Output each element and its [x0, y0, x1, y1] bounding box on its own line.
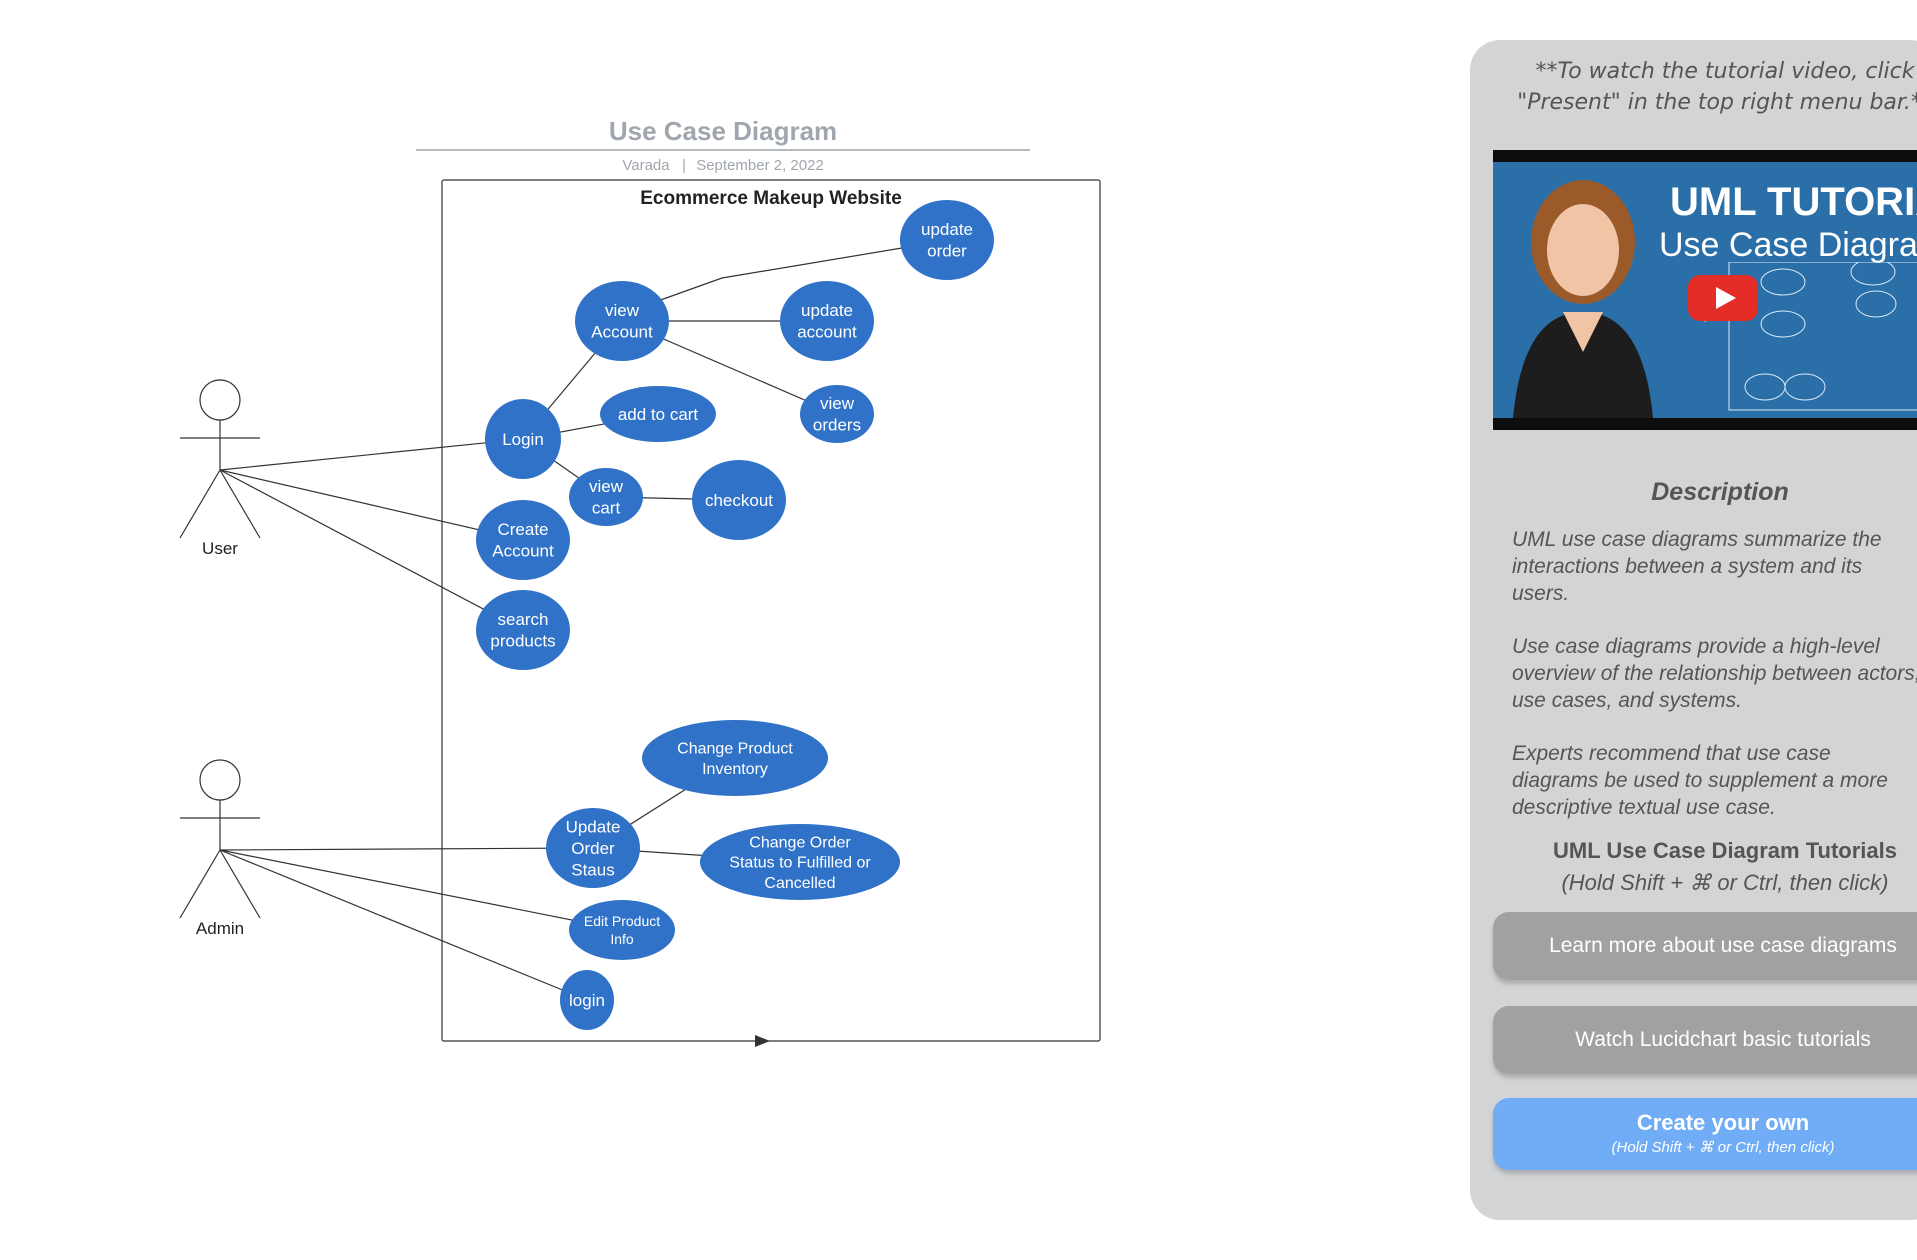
learn-more-button[interactable]: Learn more about use case diagrams: [1493, 912, 1917, 980]
create-your-own-label: Create your own: [1636, 1110, 1810, 1135]
create-your-own-button[interactable]: Create your own (Hold Shift + ⌘ or Ctrl,…: [1493, 1098, 1917, 1170]
watch-tutorials-button[interactable]: Watch Lucidchart basic tutorials: [1493, 1006, 1917, 1074]
connection-view-account-to-update-order[interactable]: [654, 247, 903, 303]
watch-tutorials-label: Watch Lucidchart basic tutorials: [1575, 1028, 1871, 1051]
use-case-login[interactable]: Login: [485, 399, 561, 479]
use-case-search-products[interactable]: search products: [476, 590, 570, 670]
connection-admin-to-edit-product-info[interactable]: [219, 849, 623, 931]
description-paragraph-1: UML use case diagrams summarize the inte…: [1512, 528, 1882, 605]
use-case-shape: [546, 808, 640, 888]
use-case-shape: [569, 900, 675, 960]
use-case-shape: [700, 824, 900, 900]
use-case-label: Status to Fulfilled or: [729, 855, 871, 872]
system-name: Ecommerce Makeup Website: [640, 188, 902, 209]
meta-separator: |: [682, 157, 686, 174]
connection-user-to-login[interactable]: [219, 438, 524, 471]
use-case-view-cart[interactable]: view cart: [569, 468, 643, 526]
use-case-update-account[interactable]: update account: [780, 281, 874, 361]
use-case-shape: [476, 590, 570, 670]
video-thumbnail: UML TUTORIAL Use Case Diagram: [1493, 162, 1917, 418]
use-case-label: update: [921, 220, 973, 239]
actor-label-admin: Admin: [196, 919, 244, 938]
video-title-line1: UML TUTORIAL: [1670, 180, 1917, 224]
connection-admin-to-admin-login[interactable]: [219, 849, 588, 1001]
use-case-admin-login[interactable]: login: [560, 970, 614, 1030]
actor-label-user: User: [202, 539, 238, 558]
use-case-label: checkout: [705, 491, 773, 510]
diagram-date: September 2, 2022: [696, 157, 824, 174]
boundary-arrow-icon: [755, 1035, 770, 1047]
learn-more-label: Learn more about use case diagrams: [1549, 934, 1897, 957]
play-icon[interactable]: [1688, 275, 1758, 321]
presenter-image: [1493, 162, 1693, 418]
use-case-label: Info: [610, 931, 634, 947]
use-case-shape: [780, 281, 874, 361]
use-case-label: search: [497, 610, 548, 629]
use-case-checkout[interactable]: checkout: [692, 460, 786, 540]
use-case-shape: [560, 970, 614, 1030]
use-case-label: Change Order: [749, 834, 851, 851]
use-case-label: Create: [497, 520, 548, 539]
use-case-label: order: [927, 242, 967, 261]
use-case-label: login: [569, 991, 605, 1010]
tutorials-title: UML Use Case Diagram Tutorials: [1553, 838, 1897, 863]
use-case-shape: [900, 200, 994, 280]
use-case-label: Staus: [571, 861, 614, 880]
connection-user-to-create-account[interactable]: [219, 469, 524, 541]
connection-user-to-search-products[interactable]: [219, 469, 524, 631]
use-case-shape: [692, 460, 786, 540]
use-case-label: view: [589, 477, 624, 496]
use-case-label: Account: [591, 323, 653, 342]
use-case-shape: [800, 385, 874, 443]
use-case-shape: [575, 281, 669, 361]
description-paragraph-2: Use case diagrams provide a high-level o…: [1512, 635, 1917, 712]
use-case-shape: [642, 720, 828, 796]
use-case-label: update: [801, 301, 853, 320]
actor-user[interactable]: User: [179, 379, 261, 558]
use-case-label: Cancelled: [764, 875, 835, 892]
create-your-own-hint: (Hold Shift + ⌘ or Ctrl, then click): [1611, 1139, 1835, 1156]
use-case-label: Login: [502, 430, 544, 449]
use-case-label: Inventory: [702, 761, 768, 778]
use-case-label: view: [605, 301, 640, 320]
video-title-line2: Use Case Diagram: [1659, 226, 1917, 264]
diagram-title: Use Case Diagram: [609, 116, 837, 146]
use-case-shape: [569, 468, 643, 526]
use-case-add-to-cart[interactable]: add to cart: [600, 386, 716, 442]
connection-admin-to-update-order-status[interactable]: [219, 847, 594, 851]
description-title: Description: [1651, 478, 1789, 506]
use-case-label: orders: [813, 416, 861, 435]
use-case-shape: [600, 386, 716, 442]
use-case-label: cart: [592, 499, 621, 518]
use-case-label: Update: [566, 817, 621, 836]
actor-admin[interactable]: Admin: [179, 759, 261, 938]
use-case-shape: [476, 500, 570, 580]
use-case-label: Order: [571, 839, 615, 858]
tutorial-note: **To watch the tutorial video, click "Pr…: [1517, 59, 1917, 115]
system-boundary[interactable]: [441, 179, 1101, 1042]
tutorial-video[interactable]: UML TUTORIAL Use Case Diagram: [1493, 150, 1917, 430]
use-case-label: Edit Product: [584, 913, 660, 929]
tutorials-hint: (Hold Shift + ⌘ or Ctrl, then click): [1561, 870, 1889, 895]
use-case-update-order[interactable]: update order: [900, 200, 994, 280]
use-case-label: view: [820, 394, 855, 413]
use-case-label: Account: [492, 542, 554, 561]
description-paragraph-3: Experts recommend that use case diagrams…: [1512, 742, 1888, 819]
use-case-label: products: [490, 632, 555, 651]
use-case-label: add to cart: [618, 405, 699, 424]
diagram-author: Varada: [622, 157, 670, 174]
use-case-label: Change Product: [677, 740, 793, 757]
use-case-view-orders[interactable]: view orders: [800, 385, 874, 443]
use-case-label: account: [797, 323, 857, 342]
use-case-shape: [485, 399, 561, 479]
